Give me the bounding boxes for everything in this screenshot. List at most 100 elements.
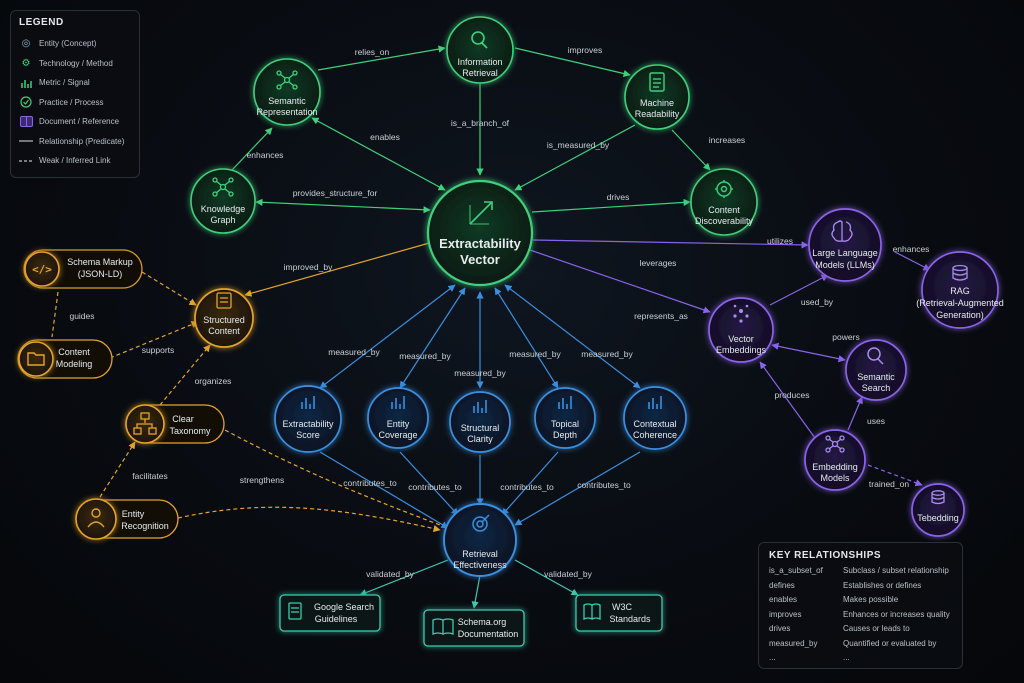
node-content-modeling-line2: Modeling xyxy=(56,359,93,369)
node-schema-org-documentation[interactable]: Schema.org Documentation xyxy=(423,609,525,647)
node-google-search-line1: Google Search xyxy=(314,602,374,612)
folder-icon xyxy=(27,352,45,366)
node-information-retrieval[interactable]: Information Retrieval xyxy=(446,16,514,84)
node-extractability-score-line2: Score xyxy=(296,430,320,440)
edge-schema-structured xyxy=(141,271,197,306)
node-schema-org-line2: Documentation xyxy=(458,629,519,639)
label-strengthens: strengthens xyxy=(240,475,284,485)
legend-item-document: Document / Reference xyxy=(19,112,131,132)
list-document-icon xyxy=(216,292,232,309)
legend-item-label: Metric / Signal xyxy=(39,78,90,88)
edge-enhances-rag xyxy=(894,251,931,271)
node-contextual-coherence[interactable]: Contextual Coherence xyxy=(623,386,687,450)
bar-chart-icon xyxy=(648,396,662,409)
node-content-discoverability-line2: Discoverability xyxy=(695,216,754,226)
edge-uses xyxy=(847,396,863,431)
label-contributes-to-1: contributes_to xyxy=(343,478,397,488)
label-measured-by-4: measured_by xyxy=(509,349,561,359)
node-w3c-standards[interactable]: W3C Standards xyxy=(575,594,663,632)
key-term: drives xyxy=(769,624,791,633)
node-structural-clarity[interactable]: Structural Clarity xyxy=(449,391,511,453)
edge-provides-structure-for xyxy=(255,198,431,214)
node-tebedding[interactable]: Tebedding xyxy=(911,483,965,537)
node-entity-coverage-line2: Coverage xyxy=(378,430,417,440)
hierarchy-icon xyxy=(133,412,157,435)
label-enhances-rag: enhances xyxy=(893,244,930,254)
node-w3c-line2: Standards xyxy=(609,614,651,624)
node-retrieval-effectiveness[interactable]: Retrieval Effectiveness xyxy=(443,503,517,577)
node-extractability-score[interactable]: Extractability Score xyxy=(274,385,342,453)
key-term: is_a_subset_of xyxy=(769,566,823,575)
key-row: ...... xyxy=(769,653,952,668)
label-supports: supports xyxy=(142,345,175,355)
node-semantic-representation-line2: Representation xyxy=(256,107,317,117)
bar-chart-icon xyxy=(391,396,405,409)
node-semantic-representation[interactable]: Semantic Representation xyxy=(253,58,321,126)
node-rag[interactable]: RAG (Retrieval-Augmented Generation) xyxy=(916,251,1004,329)
node-schema-markup-line2: (JSON-LD) xyxy=(78,269,123,279)
node-structured-content-line1: Structured xyxy=(203,315,245,325)
node-contextual-coherence-line2: Coherence xyxy=(633,430,677,440)
node-content-discoverability[interactable]: Content Discoverability xyxy=(690,168,758,236)
node-clear-taxonomy[interactable]: Clear Taxonomy xyxy=(125,404,225,444)
node-schema-org-line1: Schema.org xyxy=(458,617,507,627)
edge-measured-by-1 xyxy=(319,284,456,389)
label-increases: increases xyxy=(709,135,745,145)
node-knowledge-graph[interactable]: Knowledge Graph xyxy=(190,168,256,234)
node-embedding-models[interactable]: Embedding Models xyxy=(804,429,866,491)
label-guides: guides xyxy=(69,311,94,321)
node-semantic-search[interactable]: Semantic Search xyxy=(845,339,907,401)
label-utilizes: utilizes xyxy=(767,236,793,246)
node-entity-recognition-line2: Recognition xyxy=(121,521,169,531)
key-term: defines xyxy=(769,580,795,590)
label-organizes: organizes xyxy=(195,376,232,386)
key-term: enables xyxy=(769,595,798,604)
node-vector-embeddings[interactable]: Vector Embeddings xyxy=(708,297,774,363)
node-extractability-vector-line2: Vector xyxy=(460,252,500,267)
node-contextual-coherence-line1: Contextual xyxy=(633,419,676,429)
label-represents-as: represents_as xyxy=(634,311,688,321)
bar-chart-icon xyxy=(19,77,33,89)
node-content-modeling[interactable]: Content Modeling xyxy=(17,339,113,379)
node-structured-content[interactable]: Structured Content xyxy=(194,288,254,348)
node-structural-clarity-line1: Structural xyxy=(461,423,500,433)
node-machine-readability[interactable]: Machine Readability xyxy=(624,64,690,130)
node-topical-depth[interactable]: Topical Depth xyxy=(534,387,596,449)
document-icon xyxy=(649,72,665,92)
target-icon xyxy=(472,514,490,532)
node-knowledge-graph-line1: Knowledge xyxy=(201,204,246,214)
node-google-search-line2: Guidelines xyxy=(315,614,358,624)
legend-item-practice: Practice / Process xyxy=(19,93,131,113)
label-measured-by-2: measured_by xyxy=(399,351,451,361)
edge-increases xyxy=(671,129,711,171)
node-llms-line1: Large Language xyxy=(812,248,878,258)
label-drives: drives xyxy=(607,192,630,202)
node-entity-coverage[interactable]: Entity Coverage xyxy=(367,387,429,449)
node-topical-depth-line1: Topical xyxy=(551,419,579,429)
label-powers: powers xyxy=(832,332,859,342)
node-llms[interactable]: Large Language Models (LLMs) xyxy=(808,208,882,282)
edge-improves xyxy=(514,47,631,78)
node-rag-line2: (Retrieval-Augmented xyxy=(916,298,1004,308)
key-row: is_a_subset_of Subclass / subset relation… xyxy=(769,566,952,581)
key-def: Subclass / subset relationship xyxy=(843,566,949,575)
book-icon xyxy=(432,618,454,635)
edge-contributes-to-4 xyxy=(514,451,641,526)
label-contributes-to-4: contributes_to xyxy=(577,480,631,490)
label-is-measured-by: is_measured_by xyxy=(547,140,610,150)
legend-title: LEGEND xyxy=(19,17,64,28)
network-icon xyxy=(276,70,298,90)
node-schema-markup-line1: Schema Markup xyxy=(67,257,133,267)
edge-strengthens xyxy=(177,506,441,533)
legend-item-technology: ⚙ Technology / Method xyxy=(19,54,131,74)
edge-taxonomy-retrieval xyxy=(224,429,441,526)
node-entity-recognition[interactable]: Entity Recognition xyxy=(75,498,179,540)
node-google-search-guidelines[interactable]: Google Search Guidelines xyxy=(279,594,381,632)
node-schema-markup[interactable]: </> Schema Markup (JSON-LD) xyxy=(23,249,143,289)
legend-item-label: Relationship (Predicate) xyxy=(39,136,125,146)
edge-enhances-kg xyxy=(231,127,273,171)
node-extractability-vector[interactable]: Extractability Vector xyxy=(426,179,534,287)
